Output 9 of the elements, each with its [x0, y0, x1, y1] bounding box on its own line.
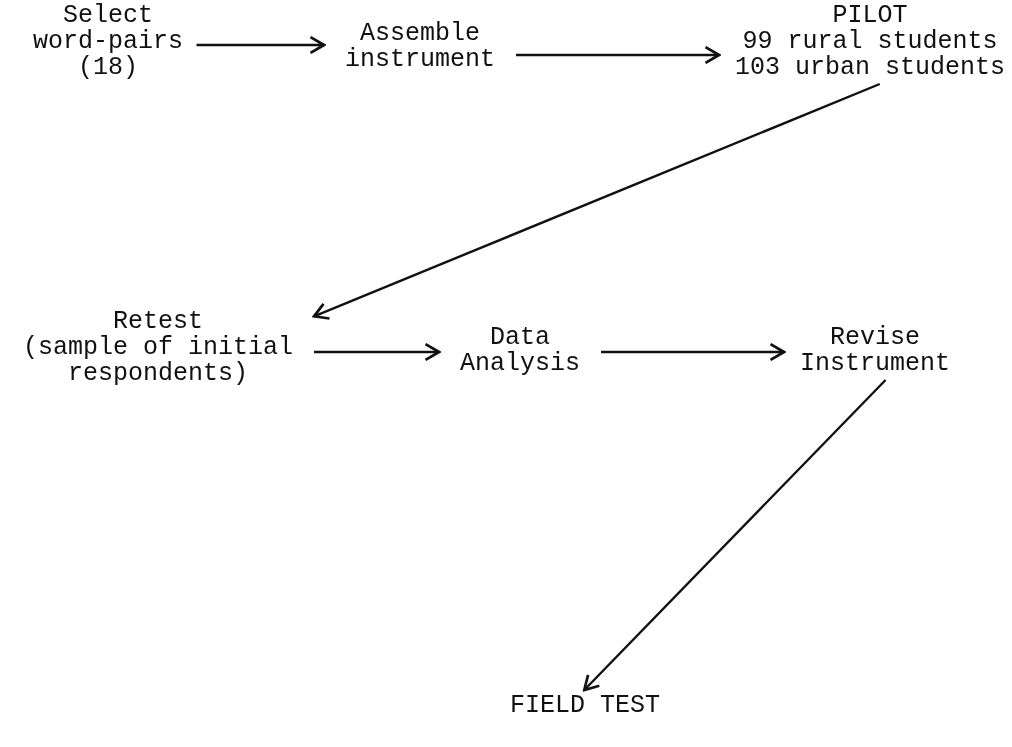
step-label: 99 rural students 103 urban students — [733, 29, 1006, 81]
step-heading: Retest — [113, 309, 203, 335]
step-label: Assemble instrument — [344, 21, 496, 73]
step-label: Data Analysis — [459, 325, 581, 377]
step-label: (sample of initial respondents) — [21, 335, 294, 387]
step-heading: PILOT — [832, 3, 908, 29]
step-label: Revise Instrument — [799, 325, 951, 377]
step-label: FIELD TEST — [509, 693, 661, 719]
step-label: Select word-pairs (18) — [32, 3, 184, 81]
